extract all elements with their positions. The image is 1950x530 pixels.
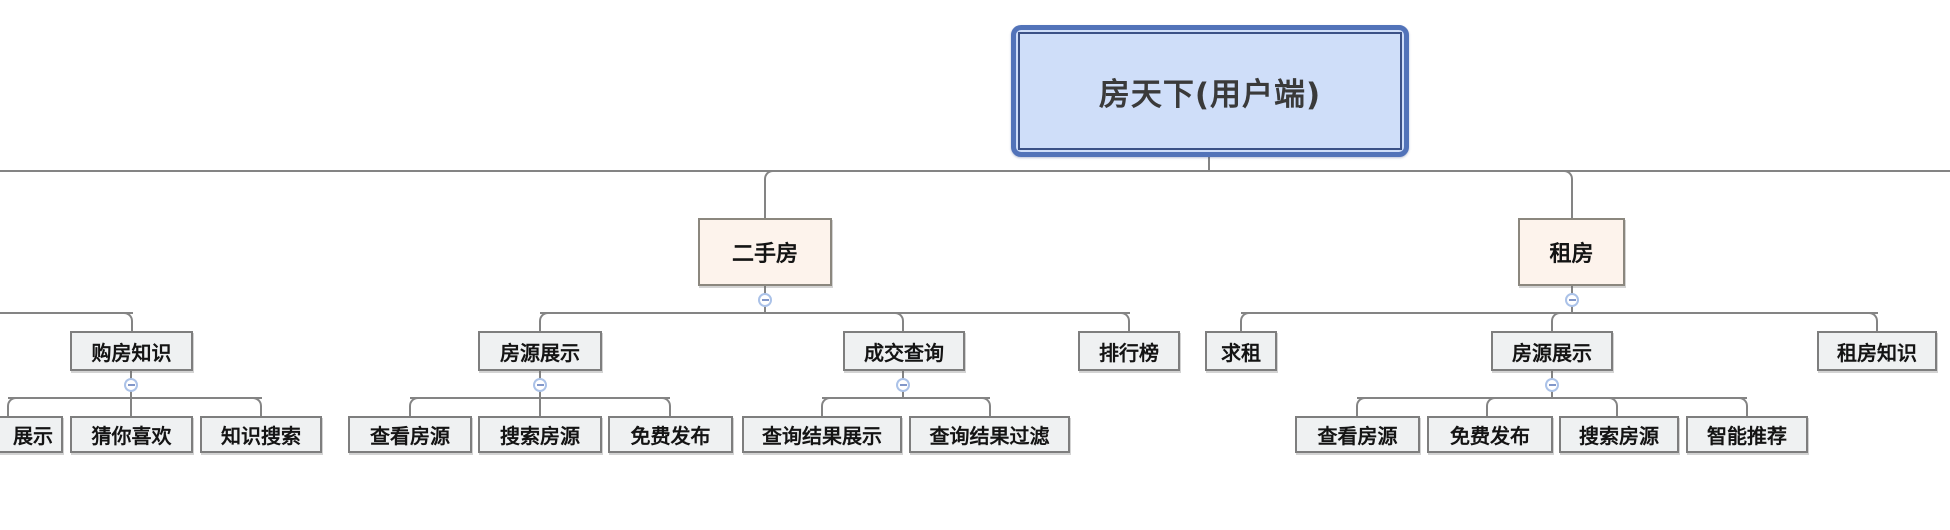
- connector-drop-buy-knowledge: [123, 312, 133, 331]
- collapse-toggle-secondhand[interactable]: [758, 293, 772, 307]
- connector-drop-rent-knowledge: [1868, 312, 1878, 331]
- connector-drop-sh-search: [539, 397, 541, 416]
- node-root[interactable]: 房天下(用户端): [1011, 25, 1409, 157]
- node-sh-free-publish[interactable]: 免费发布: [608, 416, 733, 453]
- minus-icon: [761, 299, 769, 301]
- connector-drop-rent-smart-rec: [1738, 397, 1748, 416]
- connector-drop-rent-listing: [1551, 312, 1561, 331]
- node-rent-listing[interactable]: 房源展示: [1491, 331, 1613, 371]
- connector-drop-deal-result-filter: [981, 397, 991, 416]
- collapse-toggle-rent-listing[interactable]: [1545, 378, 1559, 392]
- node-sh-listing[interactable]: 房源展示: [478, 331, 602, 371]
- connector-sh-deal-children-bus: [822, 397, 990, 399]
- connector-drop-secondhand: [764, 170, 774, 218]
- node-secondhand[interactable]: 二手房: [698, 218, 832, 286]
- node-rent-free-publish[interactable]: 免费发布: [1427, 416, 1553, 453]
- connector-rent-listing-children-bus: [1357, 397, 1747, 399]
- connector-drop-deal-result-display: [821, 397, 831, 416]
- minus-icon: [1548, 384, 1556, 386]
- connector-drop-sh-free-publish: [661, 397, 671, 416]
- connector-drop-rent-seek: [1240, 312, 1250, 331]
- connector-drop-bk-guess: [130, 397, 132, 416]
- connector-buy-knowledge-feed: [0, 312, 133, 314]
- node-sh-ranking[interactable]: 排行榜: [1078, 331, 1180, 371]
- connector-drop-sh-view: [409, 397, 419, 416]
- node-root-label: 房天下(用户端): [1018, 32, 1402, 150]
- node-bk-display[interactable]: 展示: [0, 416, 63, 453]
- collapse-toggle-sh-listing[interactable]: [533, 378, 547, 392]
- collapse-toggle-sh-deal-query[interactable]: [896, 378, 910, 392]
- minus-icon: [899, 384, 907, 386]
- connector-drop-rent-free-publish: [1486, 397, 1496, 416]
- connector-drop-sh-ranking: [1120, 312, 1130, 331]
- node-rent-smart-rec[interactable]: 智能推荐: [1686, 416, 1808, 453]
- collapse-toggle-buy-knowledge[interactable]: [124, 378, 138, 392]
- connector-drop-rent-view: [1356, 397, 1366, 416]
- connector-root-bus: [0, 170, 1950, 172]
- connector-drop-sh-listing: [539, 312, 549, 331]
- connector-buy-knowledge-children-bus: [8, 397, 262, 399]
- node-rent-view[interactable]: 查看房源: [1295, 416, 1420, 453]
- node-rent-seek[interactable]: 求租: [1205, 331, 1277, 371]
- node-sh-view[interactable]: 查看房源: [348, 416, 472, 453]
- node-deal-result-display[interactable]: 查询结果展示: [742, 416, 902, 453]
- node-bk-guess[interactable]: 猜你喜欢: [70, 416, 193, 453]
- node-rent-search[interactable]: 搜索房源: [1559, 416, 1679, 453]
- connector-drop-bk-display: [7, 397, 17, 416]
- connector-secondhand-children-bus: [540, 312, 1130, 314]
- node-sh-search[interactable]: 搜索房源: [478, 416, 602, 453]
- node-deal-result-filter[interactable]: 查询结果过滤: [909, 416, 1070, 453]
- connector-drop-sh-deal-query: [894, 312, 904, 331]
- connector-drop-rent: [1563, 170, 1573, 218]
- node-bk-search[interactable]: 知识搜索: [200, 416, 322, 453]
- node-buy-knowledge[interactable]: 购房知识: [70, 331, 193, 371]
- connector-drop-bk-search: [252, 397, 262, 416]
- node-rent[interactable]: 租房: [1518, 218, 1625, 286]
- collapse-toggle-rent[interactable]: [1565, 293, 1579, 307]
- minus-icon: [127, 384, 135, 386]
- connector-drop-rent-search: [1608, 397, 1618, 416]
- connector-root-stub: [1208, 155, 1210, 170]
- node-sh-deal-query[interactable]: 成交查询: [843, 331, 965, 371]
- node-rent-knowledge[interactable]: 租房知识: [1817, 331, 1937, 371]
- minus-icon: [1568, 299, 1576, 301]
- minus-icon: [536, 384, 544, 386]
